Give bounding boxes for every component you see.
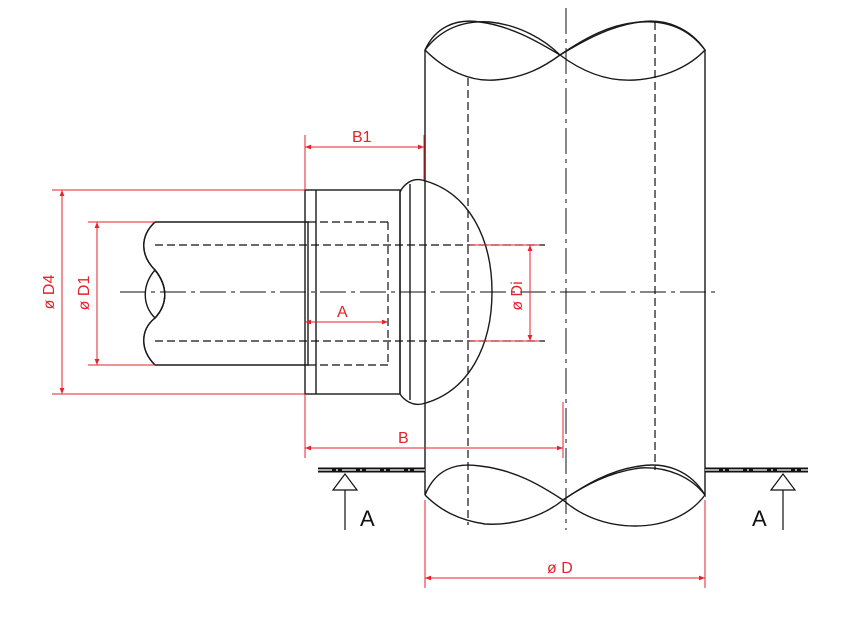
center-lines [120,8,720,530]
dim-label-d: ø D [547,560,573,577]
dim-label-b1: B1 [352,129,372,146]
dim-label-d1: ø D1 [76,276,93,311]
dim-label-a: A [337,304,348,321]
section-label-left: A [360,506,375,531]
dim-label-di: ø Di [509,281,526,310]
branch-pipe [143,221,309,366]
section-label-right: A [752,506,767,531]
hidden-bore-lines [155,221,545,366]
dim-label-d4: ø D4 [41,275,58,310]
main-pipe [424,20,706,527]
dimensions: B1 ø D4 ø D1 A ø Di B ø D [41,129,706,588]
dim-label-b: B [398,430,409,447]
section-marks: A A [318,467,808,531]
